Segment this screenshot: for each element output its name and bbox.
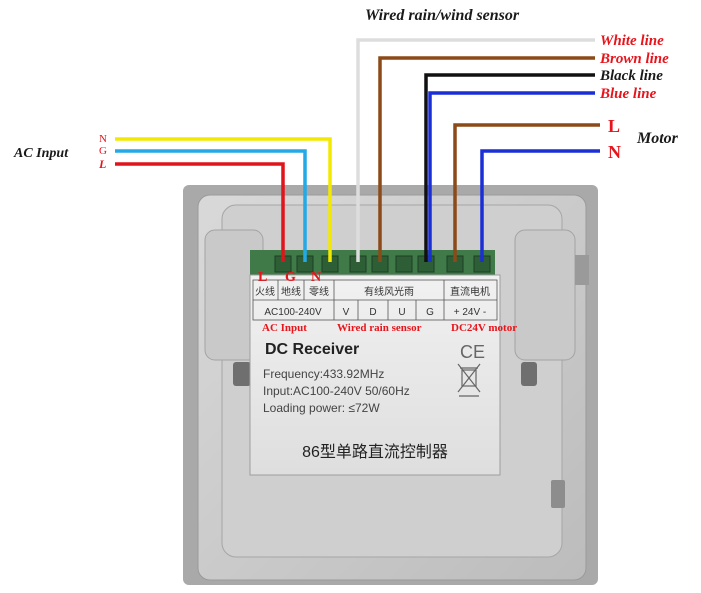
table-g: G <box>426 307 434 318</box>
motor-L-label: L <box>608 116 620 136</box>
device-input: Input:AC100-240V 50/60Hz <box>263 384 410 398</box>
side-connector <box>575 255 589 285</box>
under-ac-input: AC Input <box>262 322 307 334</box>
terminal-screw <box>395 255 413 273</box>
term-N-label: N <box>311 270 321 285</box>
under-dc-motor: DC24V motor <box>451 322 517 334</box>
device-frequency: Frequency:433.92MHz <box>263 367 384 381</box>
red-wire <box>115 162 285 262</box>
white-line-label: White line <box>600 33 664 49</box>
table-earth: 地线 <box>281 285 301 298</box>
ac-G-label: G <box>99 145 107 157</box>
brown-wire <box>378 56 595 262</box>
term-G-label: G <box>285 270 296 285</box>
table-neutral: 零线 <box>309 285 329 298</box>
ac-L-label: L <box>98 157 106 171</box>
table-wired-sensor: 有线风光雨 <box>364 285 414 298</box>
table-live: 火线 <box>255 285 275 298</box>
terminal-screws <box>274 255 491 273</box>
motor-label: Motor <box>636 130 679 147</box>
cyan-wire <box>115 149 307 262</box>
wired-sensor-title: Wired rain/wind sensor <box>365 7 520 24</box>
table-v: V <box>343 307 350 318</box>
table-d: D <box>369 307 376 318</box>
device-loading: Loading power: ≤72W <box>263 401 380 415</box>
blue-wire <box>428 91 595 262</box>
right-screw-slot <box>521 362 537 386</box>
motor-brown-wire <box>453 123 600 262</box>
black-wire <box>424 73 595 262</box>
terminal-table <box>252 279 498 321</box>
right-mount-tab <box>514 229 576 361</box>
device-chinese-name: 86型单路直流控制器 <box>302 443 448 461</box>
ac-N-label: N <box>99 133 107 145</box>
yellow-wire <box>115 137 332 262</box>
weee-bin-icon <box>457 363 481 397</box>
under-wired-sensor: Wired rain sensor <box>337 322 422 334</box>
table-24v: + 24V - <box>454 307 487 318</box>
device-label <box>249 274 501 476</box>
blue-line-label: Blue line <box>599 86 657 102</box>
table-dc-motor: 直流电机 <box>450 285 490 298</box>
table-ac-range: AC100-240V <box>264 307 322 318</box>
ce-mark: CE <box>460 342 485 362</box>
device-title: DC Receiver <box>265 341 359 358</box>
term-L-label: L <box>258 270 267 285</box>
black-line-label: Black line <box>599 68 663 84</box>
ac-input-label: AC Input <box>13 146 69 161</box>
table-u: U <box>398 307 405 318</box>
motor-blue-wire <box>480 149 600 262</box>
brown-line-label: Brown line <box>599 51 669 67</box>
wires <box>115 38 600 262</box>
white-wire <box>356 38 595 262</box>
motor-N-label: N <box>608 142 621 162</box>
right-side-clip <box>551 480 565 508</box>
left-screw-slot <box>233 362 251 386</box>
